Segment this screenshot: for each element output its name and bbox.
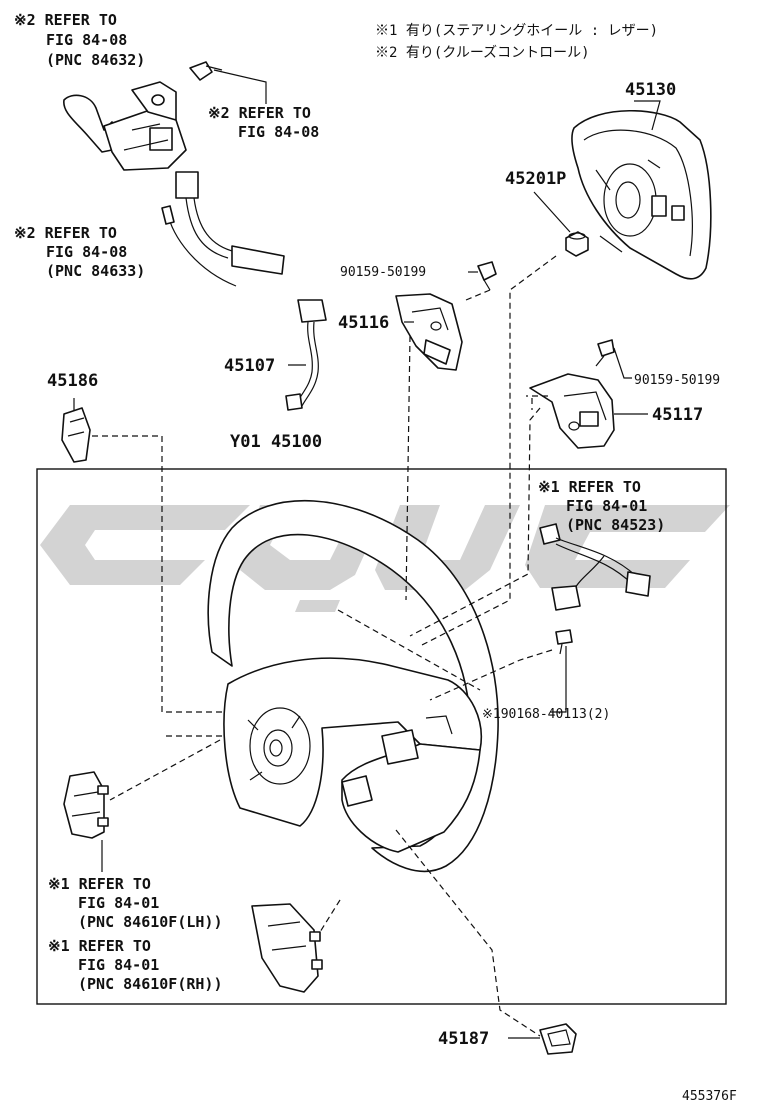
note-cruise: ※2 有り(クルーズコントロール) — [375, 45, 590, 61]
svg-text:※2 REFER TO: ※2 REFER TO — [14, 224, 117, 242]
svg-text:※1 REFER TO: ※1 REFER TO — [48, 937, 151, 955]
svg-text:(PNC 84632): (PNC 84632) — [46, 51, 145, 69]
part-label-45116[interactable]: 45116 — [338, 313, 389, 333]
steering-wheel-drawing — [207, 499, 499, 873]
figure-code: 455376F — [682, 1089, 737, 1104]
switch-rh-drawing — [251, 903, 323, 993]
svg-text:※2 REFER TO: ※2 REFER TO — [208, 104, 311, 122]
svg-text:(PNC 84610F(LH)): (PNC 84610F(LH)) — [78, 913, 223, 931]
cruise-harness-drawing — [161, 171, 285, 287]
cruise-switch-drawing — [63, 81, 187, 171]
switch-lh-drawing — [63, 771, 109, 839]
harness-45107-drawing — [285, 299, 327, 411]
ref-pnc-84632[interactable]: ※2 REFER TO FIG 84-08 (PNC 84632) — [14, 11, 145, 69]
screw-90168 — [555, 629, 573, 655]
svg-text:※2 REFER TO: ※2 REFER TO — [14, 11, 117, 29]
ref-pnc-84633[interactable]: ※2 REFER TO FIG 84-08 (PNC 84633) — [14, 224, 145, 280]
harness-84523-drawing — [539, 523, 651, 611]
svg-text:FIG 84-08: FIG 84-08 — [46, 31, 127, 49]
part-label-90159-right[interactable]: 90159-50199 — [634, 373, 720, 388]
cover-45116-drawing — [395, 293, 463, 371]
cruise-screw — [189, 61, 223, 81]
ref-pnc-84523[interactable]: ※1 REFER TO FIG 84-01 (PNC 84523) — [538, 478, 665, 534]
svg-text:FIG 84-08: FIG 84-08 — [238, 123, 319, 141]
cover-45187-drawing — [539, 1023, 577, 1055]
svg-text:(PNC 84610F(RH)): (PNC 84610F(RH)) — [78, 975, 223, 993]
ref-pnc-84610f-lh[interactable]: ※1 REFER TO FIG 84-01 (PNC 84610F(LH)) — [48, 875, 223, 931]
svg-text:※1 REFER TO: ※1 REFER TO — [48, 875, 151, 893]
screw-90159-right — [595, 339, 615, 367]
part-label-45117[interactable]: 45117 — [652, 405, 703, 425]
cover-45186-drawing — [61, 407, 91, 463]
part-label-90168[interactable]: ※190168-40113(2) — [482, 707, 610, 722]
ref-pnc-84610f-rh[interactable]: ※1 REFER TO FIG 84-01 (PNC 84610F(RH)) — [48, 937, 223, 993]
svg-text:FIG 84-01: FIG 84-01 — [78, 894, 159, 912]
svg-text:(PNC 84633): (PNC 84633) — [46, 262, 145, 280]
airbag-drawing — [571, 109, 712, 280]
part-label-45187[interactable]: 45187 — [438, 1029, 489, 1049]
assembly-frame — [36, 468, 727, 1005]
screw-90159-top — [477, 261, 497, 291]
svg-text:FIG 84-08: FIG 84-08 — [46, 243, 127, 261]
svg-text:FIG 84-01: FIG 84-01 — [566, 497, 647, 515]
part-label-45107[interactable]: 45107 — [224, 356, 275, 376]
part-label-45186[interactable]: 45186 — [47, 371, 98, 391]
part-label-45130[interactable]: 45130 — [625, 80, 676, 100]
note-leather: ※1 有り(ステアリングホイール : レザー) — [375, 23, 658, 39]
part-label-90159-top[interactable]: 90159-50199 — [340, 265, 426, 280]
part-label-45100[interactable]: Y01 45100 — [230, 432, 322, 452]
nut-45201p-drawing — [565, 231, 589, 257]
part-label-45201p[interactable]: 45201P — [505, 169, 566, 189]
svg-text:FIG 84-01: FIG 84-01 — [78, 956, 159, 974]
ref-fig-84-08[interactable]: ※2 REFER TO FIG 84-08 — [208, 104, 319, 141]
svg-text:(PNC 84523): (PNC 84523) — [566, 516, 665, 534]
svg-text:※1 REFER TO: ※1 REFER TO — [538, 478, 641, 496]
cover-45117-drawing — [529, 373, 615, 449]
